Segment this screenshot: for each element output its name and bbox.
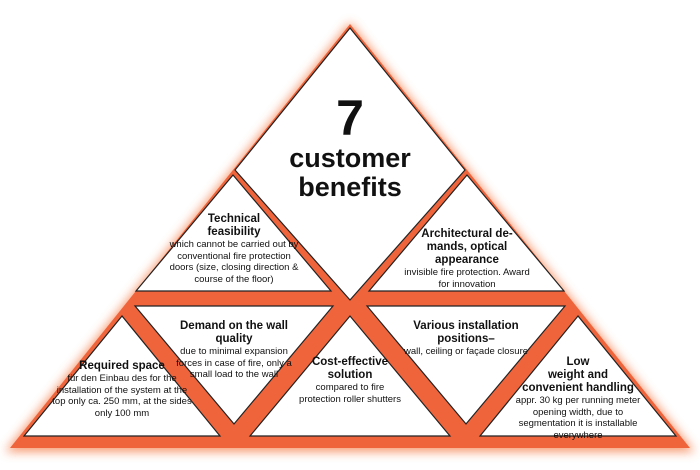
center-label: 7 customer benefits	[275, 92, 425, 202]
center-triangle	[234, 27, 466, 301]
triangle-wall-quality	[133, 305, 335, 425]
center-line1: customer	[289, 143, 411, 173]
benefit-body: invisible fire protection. Award for inn…	[404, 267, 530, 290]
triangle-required-space	[22, 315, 222, 437]
benefit-installation-positions: Various installation positions– wall, ce…	[396, 320, 536, 358]
triangle-installation-positions	[365, 305, 567, 425]
benefit-technical-feasibility: Technical feasibility which cannot be ca…	[168, 213, 300, 285]
benefit-required-space: Required space für den Einbau des for th…	[52, 360, 192, 419]
benefit-title: Technical feasibility	[207, 213, 261, 238]
benefit-wall-quality: Demand on the wall quality due to minima…	[166, 320, 302, 381]
benefit-body: which cannot be carried out by conventio…	[169, 239, 299, 285]
benefit-title: Cost-effective solution	[311, 356, 389, 381]
benefit-title: Low weight and convenient handling	[522, 356, 634, 394]
benefit-title: Demand on the wall quality	[180, 320, 288, 345]
benefit-body: appr. 30 kg per running meter opening wi…	[515, 395, 641, 441]
benefit-architectural-demands: Architectural de- mands, optical appeara…	[400, 228, 534, 290]
benefit-title: Required space	[79, 360, 165, 372]
benefit-count: 7	[336, 90, 364, 146]
triangle-technical-feasibility	[134, 174, 333, 292]
triangle-cost-effective	[248, 315, 452, 437]
triangle-low-weight	[478, 315, 678, 437]
benefit-body: wall, ceiling or façade closure	[403, 346, 529, 357]
triangle-architectural-demands	[367, 174, 566, 292]
benefit-title: Various installation positions–	[413, 320, 519, 345]
benefit-low-weight: Low weight and convenient handling appr.…	[508, 356, 648, 441]
center-line2: benefits	[298, 172, 402, 202]
benefit-body: für den Einbau des for the installation …	[52, 373, 192, 419]
benefit-cost-effective: Cost-effective solution compared to fire…	[296, 356, 404, 405]
benefit-body: due to minimal expansion forces in case …	[176, 346, 292, 380]
benefit-title: Architectural de- mands, optical appeara…	[421, 228, 513, 266]
benefit-body: compared to fire protection roller shutt…	[299, 382, 401, 405]
